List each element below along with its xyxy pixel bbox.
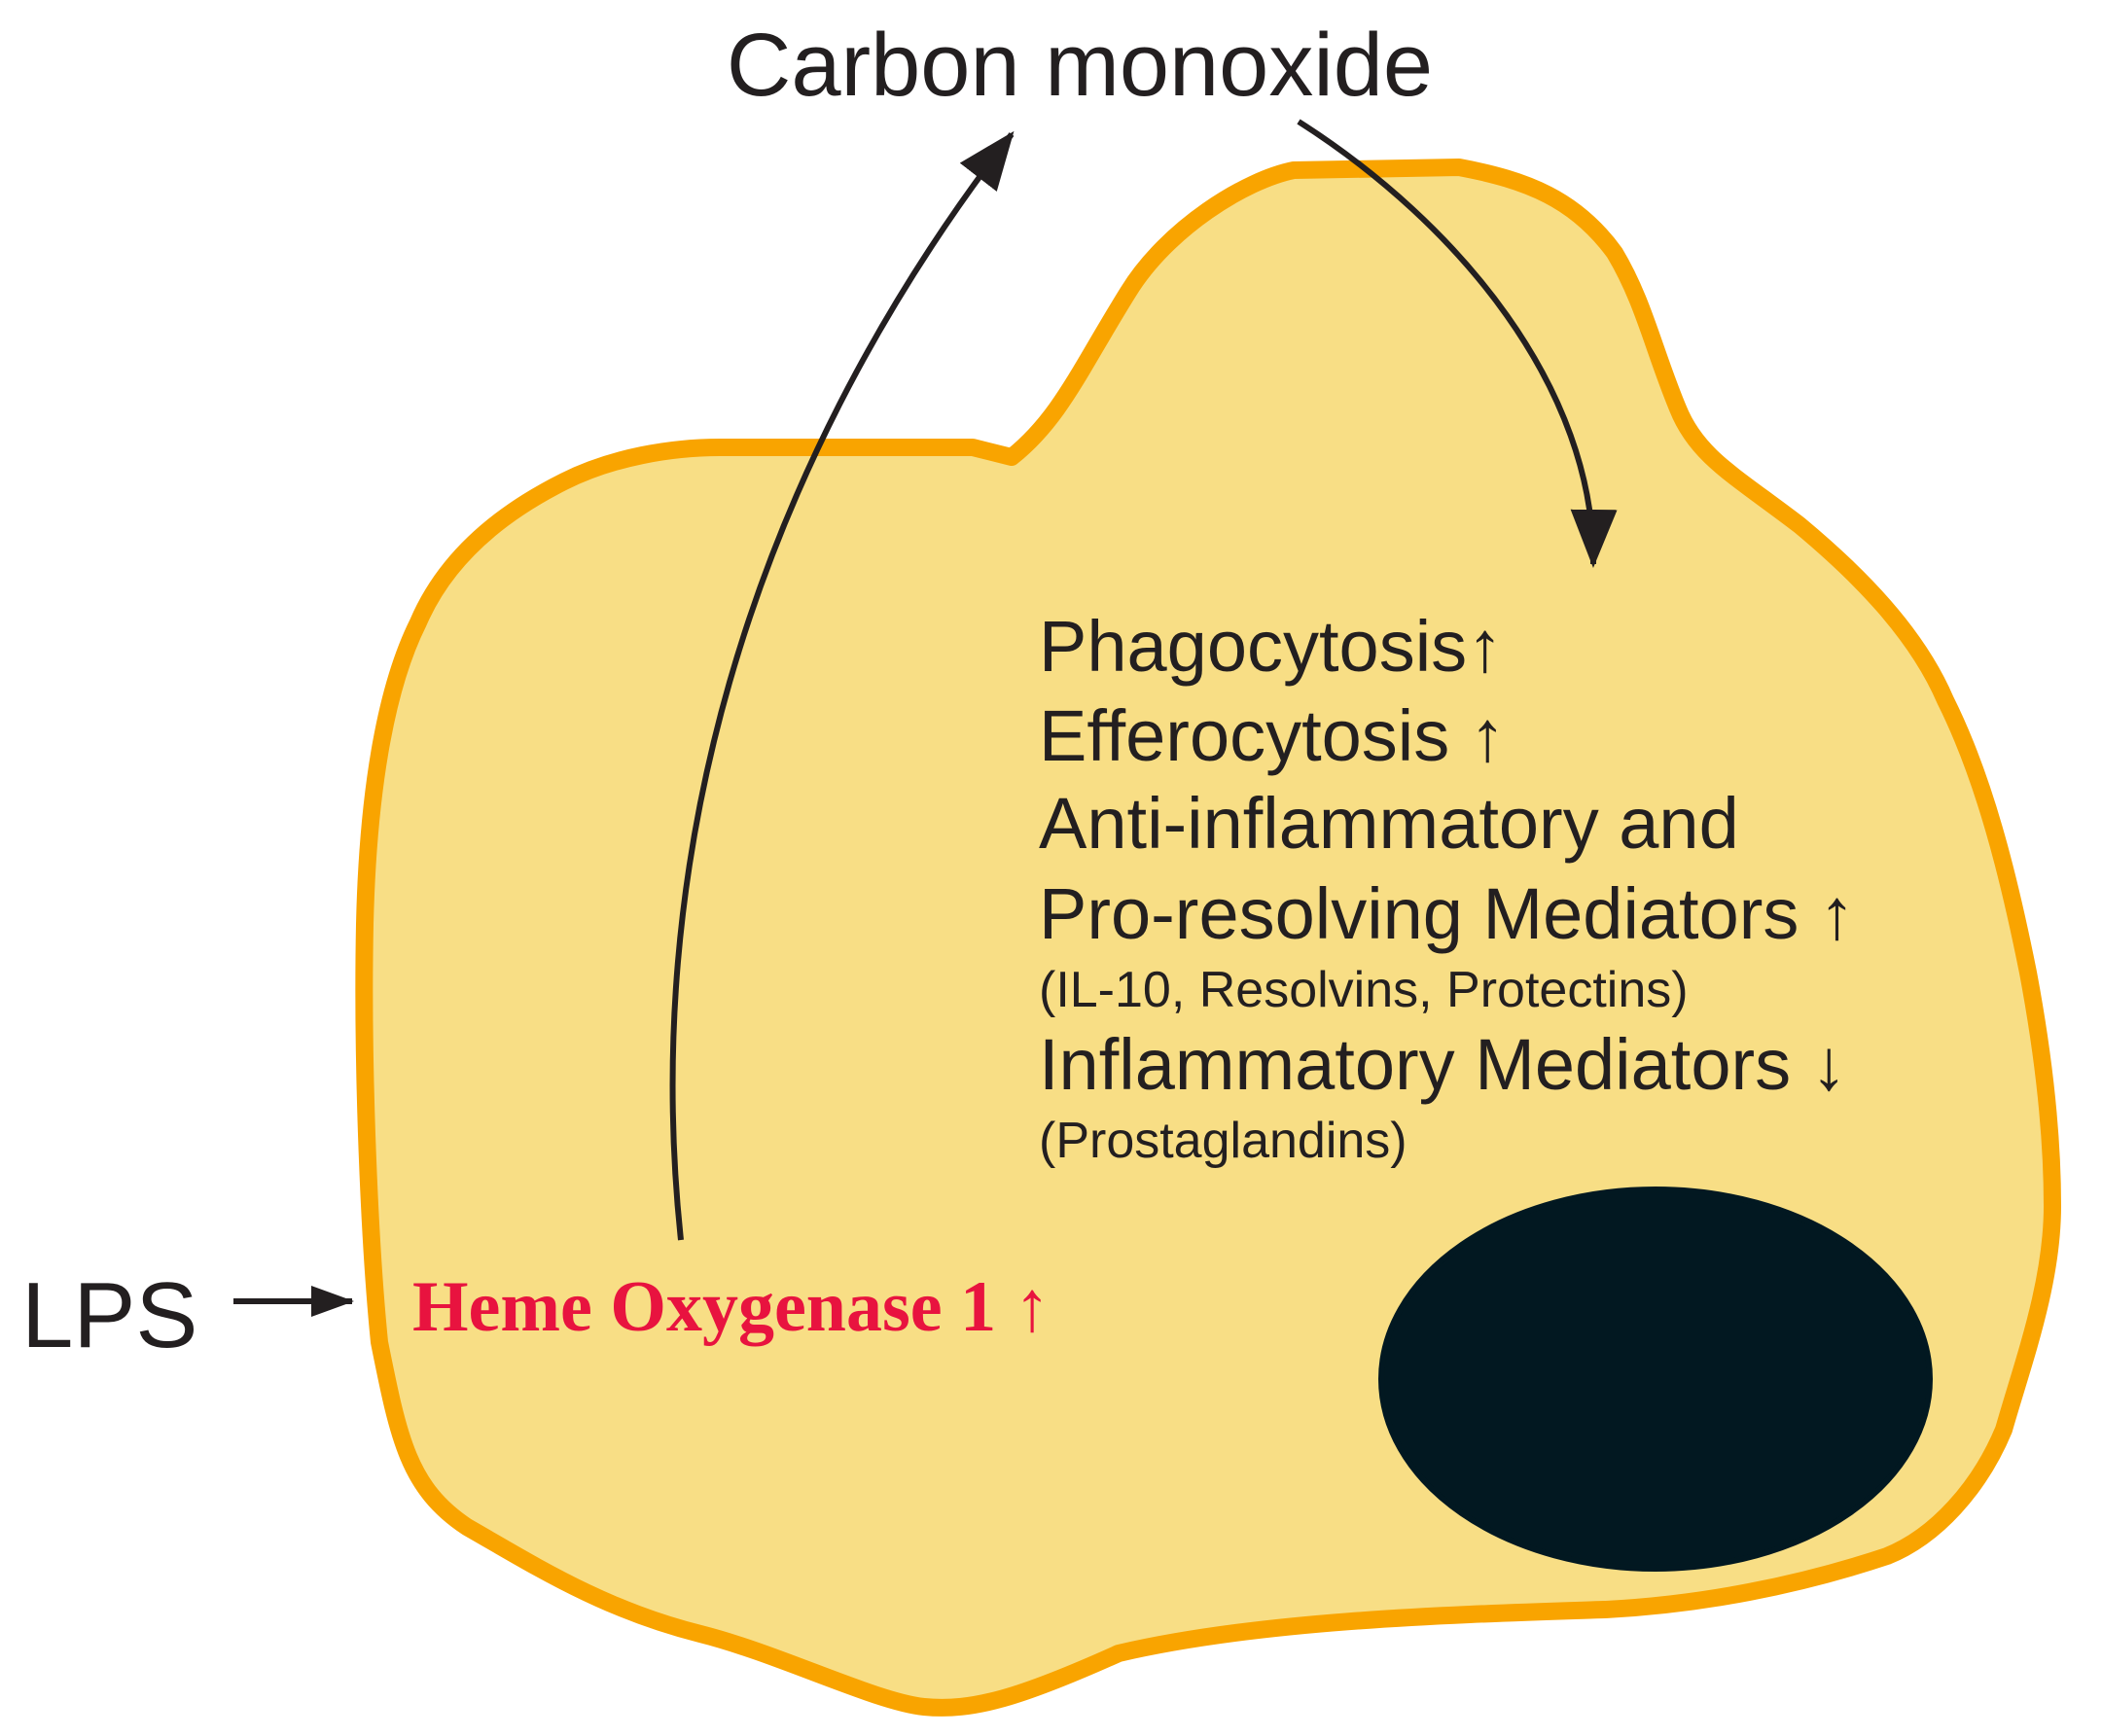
carbon-monoxide-label: Carbon monoxide (727, 16, 1433, 115)
effect-phagocytosis: Phagocytosis↑ (1039, 606, 1503, 687)
arrow-ho1-to-co (669, 130, 1015, 1241)
effect-efferocytosis: Efferocytosis ↑ (1039, 695, 1506, 776)
effect-pro-resolving-examples: (IL-10, Resolvins, Protectins) (1039, 962, 1689, 1018)
effect-inflammatory-examples: (Prostaglandins) (1039, 1113, 1407, 1169)
effect-anti-inflammatory: Anti-inflammatory and (1039, 783, 1739, 864)
effect-pro-resolving: Pro-resolving Mediators ↑ (1039, 873, 1855, 954)
heme-oxygenase-label: Heme Oxygenase 1 ↑ (412, 1267, 1051, 1347)
arrow-co-to-effects (1297, 119, 1618, 568)
nucleus (1378, 1187, 1933, 1572)
lps-label: LPS (21, 1263, 197, 1367)
effect-inflammatory: Inflammatory Mediators ↓ (1039, 1024, 1847, 1105)
